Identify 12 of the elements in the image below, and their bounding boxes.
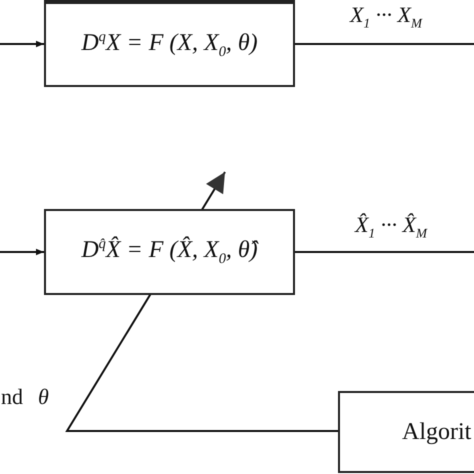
equation-box	[44, 0, 295, 87]
box-label: Algorit	[402, 418, 472, 446]
symbol-label: θ	[38, 384, 49, 410]
arrow	[0, 40, 44, 48]
output-label: X̂$_{1}$ ··· X̂$_{M}$	[355, 212, 427, 242]
text-fragment: nd	[1, 384, 23, 410]
output-label: X$_{1}$ ··· X$_{M}$	[350, 2, 422, 32]
equation-text: D$^{q}$X = F (X, X$_{0}$, θ)	[81, 28, 258, 60]
equation-box	[44, 209, 295, 295]
arrow	[0, 248, 44, 256]
equation-text: D$^{q̂}$X̂ = F (X̂, X$_{0}$, θ̂)	[81, 236, 258, 268]
algorithm-box	[338, 391, 474, 473]
